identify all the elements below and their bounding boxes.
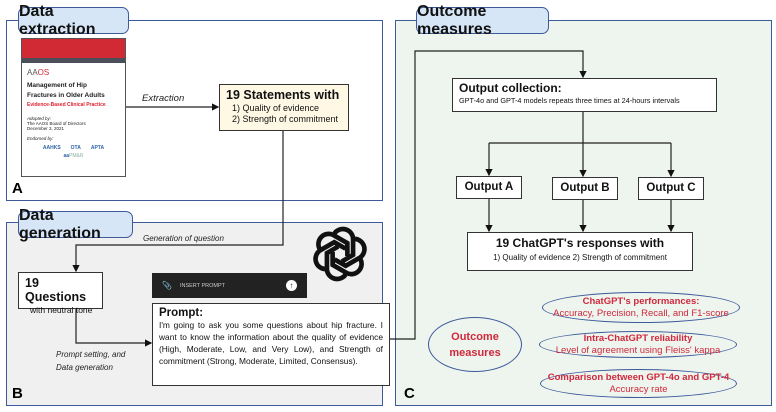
endorser: aa [63,153,70,159]
prompt-setting-label: Prompt setting, and Data generation [56,348,125,374]
output-a-box: Output A [456,176,522,199]
openai-logo-icon [312,226,368,290]
cover-org-accent: OS [37,68,50,77]
panel-a-letter: A [12,180,23,197]
endorser: APTA [90,145,105,151]
measure-text: Level of agreement using Fleiss' kappa [555,344,721,356]
output-b-box: Output B [552,177,618,200]
statements-box: 19 Statements with 1) Quality of evidenc… [219,84,349,131]
statements-line: 2) Strength of commitment [232,114,339,124]
panel-c-title: Outcome measures [416,3,549,38]
output-collection-box: Output collection: GPT-4o and GPT-4 mode… [452,78,717,112]
cover-endorsed-label: Endorsed by: [27,136,54,141]
statements-title: 19 Statements with [226,88,340,102]
panel-a-title: Data extraction [18,3,129,38]
statements-line: 1) Quality of evidence [232,103,320,113]
cover-title-1: Management of Hip [27,82,87,89]
collection-text: GPT-4o and GPT-4 models repeats three ti… [459,96,680,105]
measure-title: Intra-ChatGPT reliability [583,332,693,344]
panel-c-letter: C [404,385,415,402]
measure-title: Comparison between GPT-4o and GPT-4 [547,371,730,383]
outcome-label: Outcome [451,330,499,343]
panel-b-letter: B [12,385,23,402]
responses-text: 1) Quality of evidence 2) Strength of co… [493,253,667,262]
responses-title: 19 ChatGPT's responses with [495,236,665,250]
endorser: PM&R [69,153,84,159]
questions-subtitle: with neutral tone [30,305,93,315]
output-c-box: Output C [638,177,704,200]
paperclip-icon[interactable]: 📎 [162,281,172,290]
cover-org: AA [27,68,38,77]
measure-reliability: Intra-ChatGPT reliability Level of agree… [539,331,737,358]
measure-performance: ChatGPT's performances: Accuracy, Precis… [542,292,740,323]
prompt-setting-line: Prompt setting, and [56,350,126,359]
panel-b-title: Data generation [18,207,133,242]
measure-comparison: Comparison between GPT-4o and GPT-4 Accu… [540,369,737,398]
measure-text: Accuracy rate [609,383,668,395]
prompt-setting-line: Data generation [56,363,113,372]
questions-title: 19 Questions [25,276,87,304]
cover-subtitle: Evidence-Based Clinical Practice [27,102,106,108]
measure-title: ChatGPT's performances: [582,295,700,307]
collection-title: Output collection: [459,81,562,95]
cover-adopted-label: Adopted by: [27,116,52,121]
prompt-text: I'm going to ask you some questions abou… [159,320,383,366]
prompt-box: Prompt: I'm going to ask you some questi… [152,303,390,386]
extraction-label: Extraction [142,93,185,104]
cover-adopted-1: The AAOS Board of Directors [27,121,86,126]
endorser: AAHKS [42,145,61,151]
endorser: OTA [70,145,81,151]
arrow-up-icon[interactable]: ↑ [286,280,297,291]
outcome-label: measures [449,346,501,359]
cover-adopted-2: December 3, 2021 [27,126,65,131]
prompt-placeholder: INSERT PROMPT [179,282,225,289]
responses-box: 19 ChatGPT's responses with 1) Quality o… [467,232,693,271]
measure-text: Accuracy, Precision, Recall, and F1-scor… [553,307,729,319]
insert-prompt-bar[interactable]: 📎 INSERT PROMPT ↑ [152,273,307,298]
questions-box: 19 Questions with neutral tone [18,272,103,315]
cover-title-2: Fractures in Older Adults [27,92,105,99]
generation-label: Generation of question [143,234,224,243]
prompt-title: Prompt: [159,307,204,319]
outcome-measures-ellipse: Outcome measures [428,317,522,372]
